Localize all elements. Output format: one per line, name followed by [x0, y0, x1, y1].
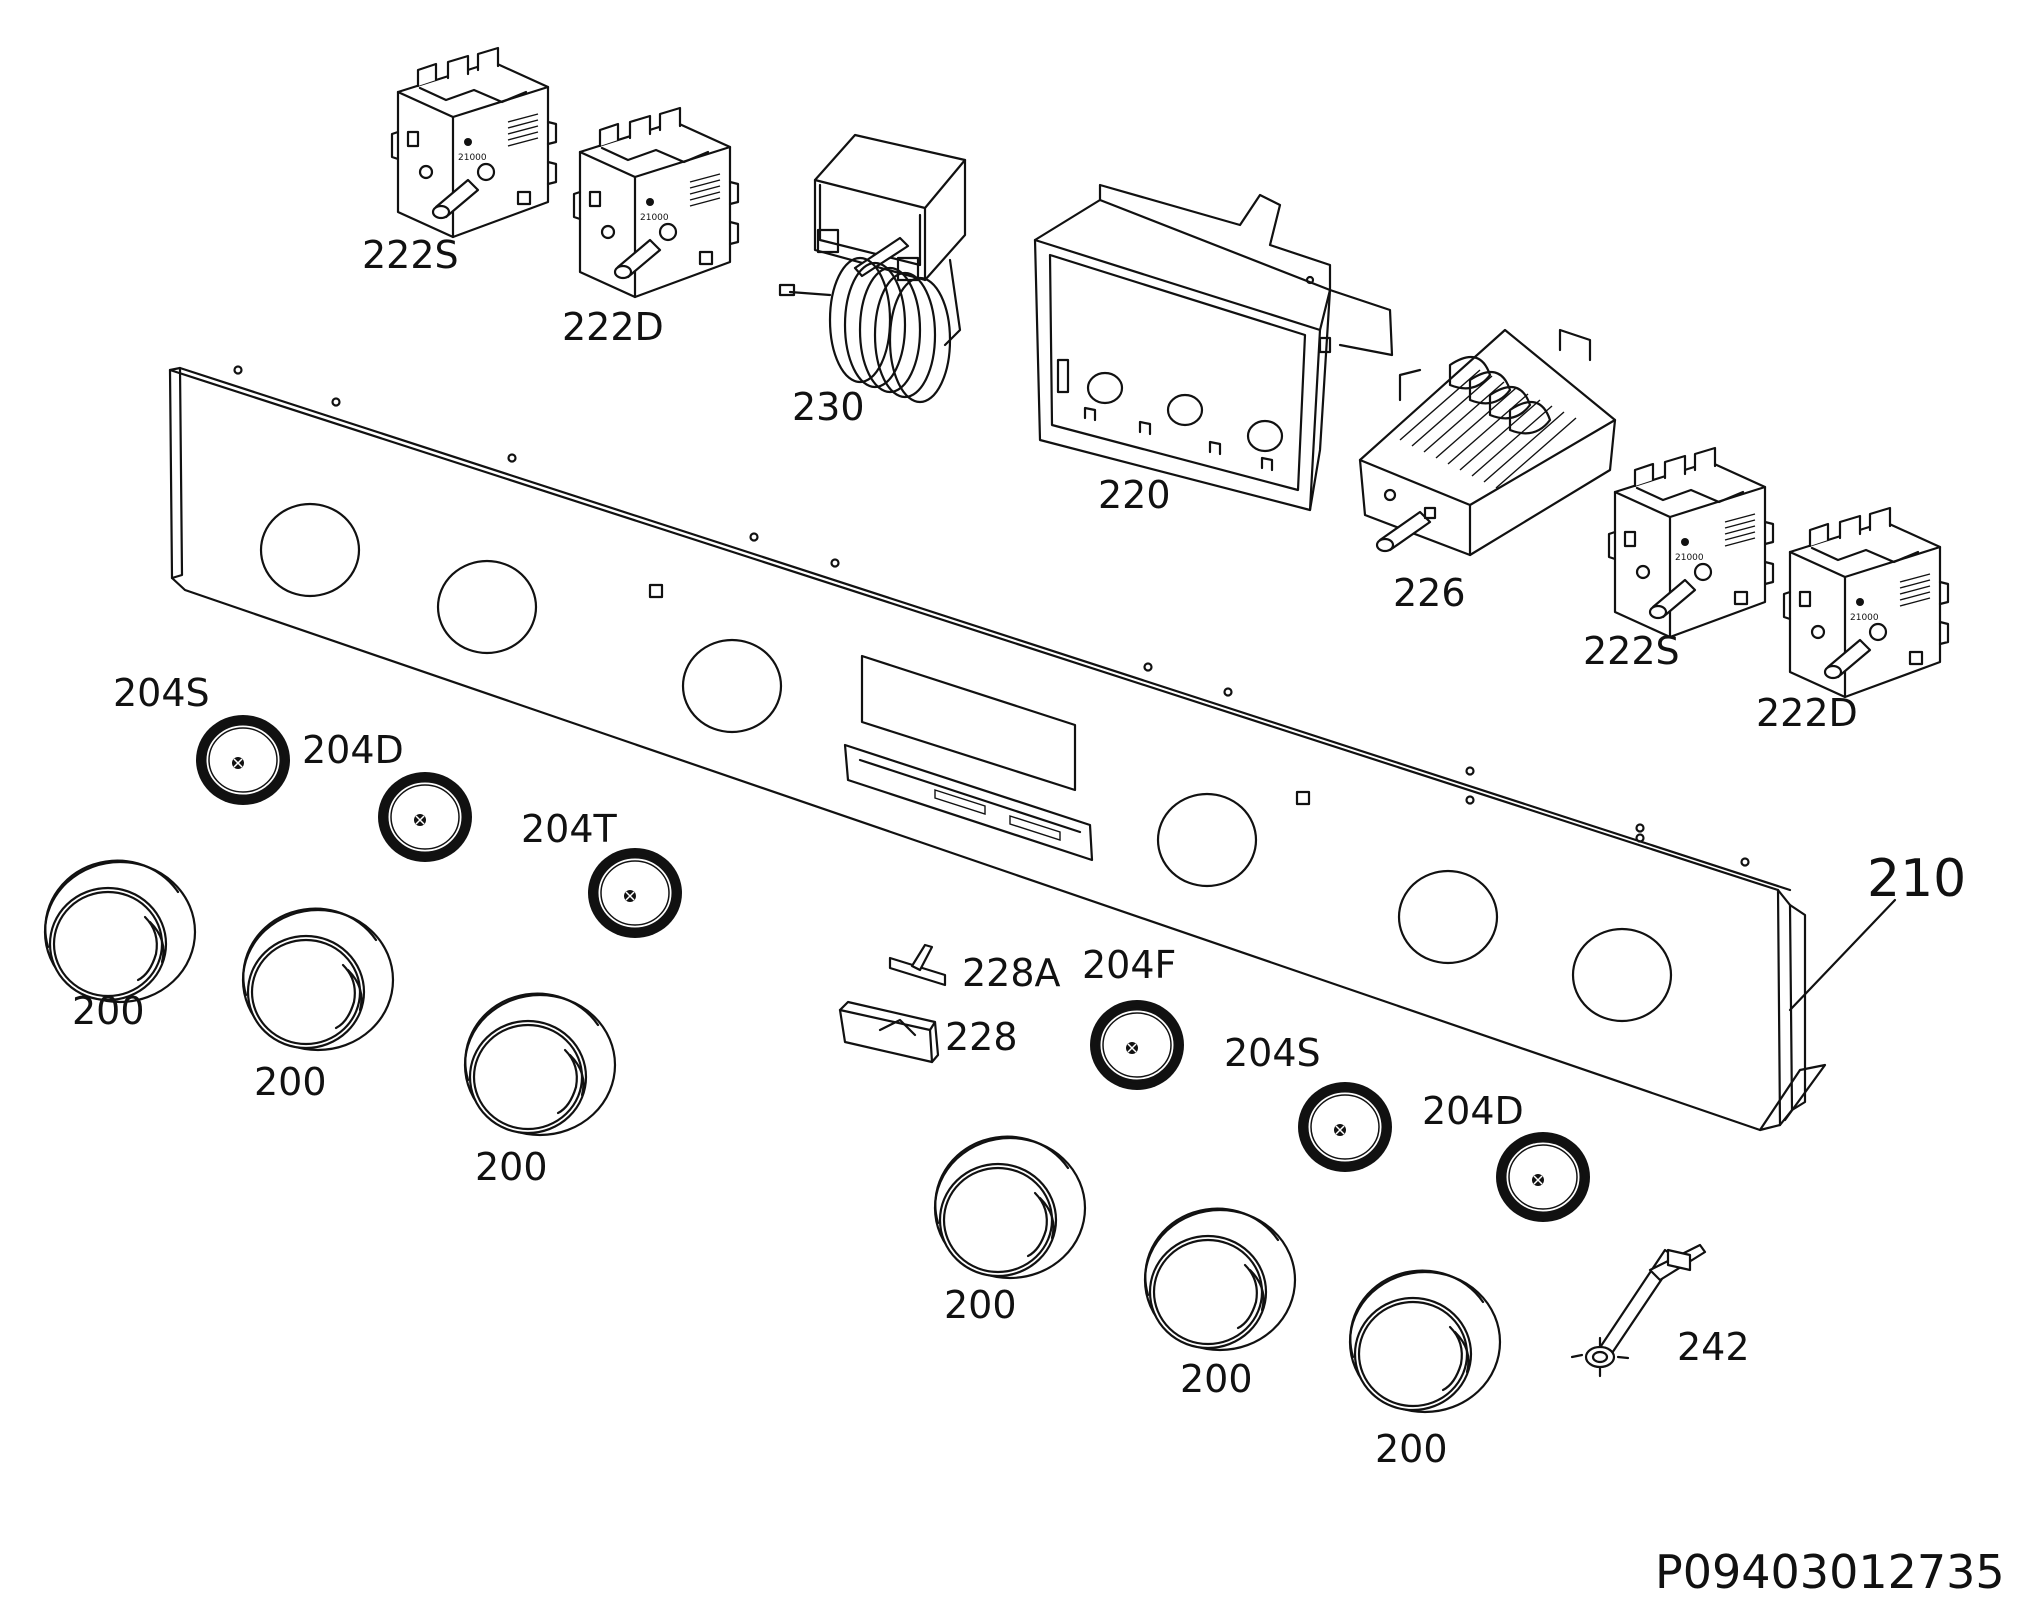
energy-regulator-222s-right: [1607, 446, 1775, 639]
knob-6: [1348, 1269, 1502, 1414]
label-220: 220: [1098, 473, 1171, 517]
energy-regulator-222d-top: [572, 106, 740, 299]
label-204s-right: 204S: [1224, 1031, 1321, 1075]
display-housing-220: [1033, 183, 1394, 512]
label-knob-1: 200: [72, 989, 145, 1033]
thermostat-230: [778, 133, 967, 404]
clip-228: [838, 1000, 940, 1064]
bezel-204f: [1088, 998, 1186, 1092]
label-204f: 204F: [1082, 943, 1176, 987]
label-knob-4: 200: [944, 1283, 1017, 1327]
knob-4: [933, 1135, 1087, 1280]
label-242: 242: [1677, 1325, 1750, 1369]
knob-5: [1143, 1207, 1297, 1352]
bezel-204s-right: [1296, 1080, 1394, 1174]
label-knob-5: 200: [1180, 1357, 1253, 1401]
label-230: 230: [792, 385, 865, 429]
knob-1: [43, 859, 197, 1004]
label-222d-top: 222D: [562, 305, 664, 349]
sensor-242: [1570, 1243, 1707, 1378]
label-222d-right: 222D: [1756, 691, 1858, 735]
label-222s-top: 222S: [362, 233, 459, 277]
energy-regulator-222d-right: [1782, 506, 1950, 699]
label-210: 210: [1867, 849, 1966, 909]
bezel-204t-left: [586, 846, 684, 940]
label-204t-left: 204T: [521, 807, 618, 851]
bezel-204d-left: [376, 770, 474, 864]
label-228a: 228A: [962, 951, 1061, 995]
label-knob-6: 200: [1375, 1427, 1448, 1471]
label-knob-3: 200: [475, 1145, 548, 1189]
bezel-204s-left: [194, 713, 292, 807]
reference-code: P09403012735: [1655, 1545, 2005, 1597]
label-204s-left: 204S: [113, 671, 210, 715]
clip-228a: [888, 943, 947, 987]
label-knob-2: 200: [254, 1060, 327, 1104]
energy-regulator-222s-top: [390, 46, 558, 239]
label-228: 228: [945, 1015, 1018, 1059]
knob-3: [463, 992, 617, 1137]
selector-switch-226: [1358, 328, 1617, 557]
label-222s-right: 222S: [1583, 629, 1680, 673]
control-panel: [168, 365, 1827, 1132]
bezel-204d-right: [1494, 1130, 1592, 1224]
label-204d-left: 204D: [302, 728, 404, 772]
knob-2: [241, 907, 395, 1052]
label-204d-right: 204D: [1422, 1089, 1524, 1133]
label-226: 226: [1393, 571, 1466, 615]
